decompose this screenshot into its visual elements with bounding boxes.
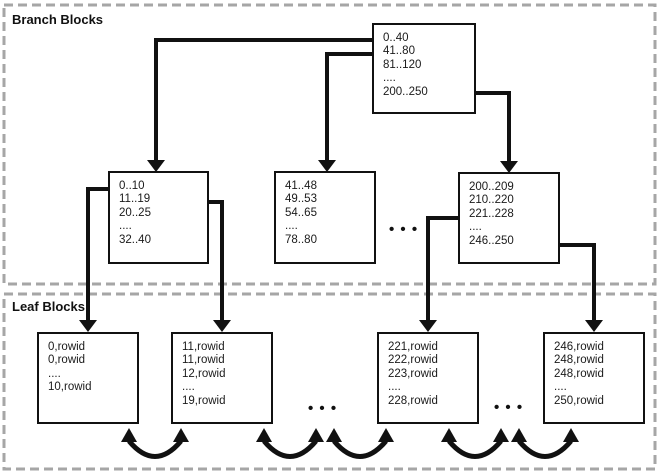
index-entry: 200..209 <box>469 181 514 193</box>
arrowhead-down-icon <box>500 161 518 173</box>
leaf-blocks-label: Leaf Blocks <box>12 299 85 314</box>
leaf-block-1: 0,rowid 0,rowid .... 10,rowid <box>37 332 139 424</box>
arrowhead-up-icon <box>173 428 189 442</box>
index-entry: 210..220 <box>469 194 514 207</box>
index-entry: 246..250 <box>469 234 514 247</box>
branch-blocks-label: Branch Blocks <box>12 12 104 27</box>
arrow-root-to-branch-right <box>476 91 511 162</box>
index-entry: 54..65 <box>285 206 317 219</box>
ellipsis-dots: • • • <box>308 400 338 417</box>
index-entry: .... <box>48 367 61 380</box>
arrowhead-up-icon <box>563 428 579 442</box>
arrowhead-up-icon <box>308 428 324 442</box>
index-entry: 0,rowid <box>48 341 86 353</box>
index-entry: 221,rowid <box>388 341 438 353</box>
index-entry: 10,rowid <box>48 381 92 394</box>
index-entry: .... <box>554 381 567 394</box>
index-entry: 78..80 <box>285 233 317 246</box>
index-entry: 222,rowid <box>388 354 438 367</box>
arrow-branch-to-leaf-3 <box>426 216 458 321</box>
leaf-block-4: 246,rowid 248,rowid 248,rowid .... 250,r… <box>543 332 645 424</box>
arrow-branch-to-leaf-2 <box>208 200 224 321</box>
index-entry: 228,rowid <box>388 394 438 407</box>
index-entry: 221..228 <box>469 207 514 220</box>
index-entry: 49..53 <box>285 193 317 206</box>
leaf-link-arc <box>127 439 183 459</box>
ellipsis-dots: • • • <box>389 221 419 238</box>
branch-section-border <box>2 3 657 286</box>
leaf-link-arrowheads <box>121 428 579 442</box>
leaf-link-arc <box>332 439 388 459</box>
index-entry: 11,rowid <box>182 354 225 367</box>
leaf-block-3: 221,rowid 222,rowid 223,rowid .... 228,r… <box>377 332 479 424</box>
leaf-sibling-links <box>127 439 573 459</box>
arrowhead-up-icon <box>511 428 527 442</box>
index-entry: .... <box>469 221 482 234</box>
ellipsis-dots: • • • <box>494 399 524 416</box>
index-entry: 223,rowid <box>388 367 438 380</box>
index-entry: 11,rowid <box>182 341 225 353</box>
leaf-link-arc <box>517 439 573 459</box>
leaf-section-border <box>2 292 657 471</box>
index-entry: 0..10 <box>119 180 145 192</box>
index-entry: 41..48 <box>285 180 317 192</box>
leaf-link-arc <box>262 439 318 459</box>
index-entry: 248,rowid <box>554 367 604 380</box>
arrowhead-down-icon <box>419 320 437 332</box>
arrowhead-down-icon <box>213 320 231 332</box>
index-entry: 248,rowid <box>554 354 604 367</box>
index-entry: 81..120 <box>383 58 422 71</box>
index-entry: 19,rowid <box>182 394 226 407</box>
index-entry: .... <box>285 220 298 233</box>
arrowhead-up-icon <box>493 428 509 442</box>
index-entry: 20..25 <box>119 206 151 219</box>
arrow-branch-to-leaf-4 <box>560 243 596 321</box>
index-entry: .... <box>182 381 195 394</box>
leaf-block-2: 11,rowid 11,rowid 12,rowid .... 19,rowid <box>171 332 273 424</box>
index-entry: 12,rowid <box>182 367 226 380</box>
branch-block-right: 200..209 210..220 221..228 .... 246..250 <box>458 172 560 264</box>
index-entry: 0,rowid <box>48 354 86 367</box>
index-entry: .... <box>119 220 132 233</box>
index-entry: 32..40 <box>119 233 151 246</box>
branch-block-middle: 41..48 49..53 54..65 .... 78..80 <box>274 171 376 264</box>
branch-connectors <box>86 38 596 321</box>
root-branch-block: 0..40 41..80 81..120 .... 200..250 <box>372 23 476 114</box>
arrow-root-to-branch-left <box>154 38 372 161</box>
arrowhead-down-icon <box>585 320 603 332</box>
arrowhead-up-icon <box>378 428 394 442</box>
index-entry: 250,rowid <box>554 394 604 407</box>
arrowhead-up-icon <box>326 428 342 442</box>
leaf-link-arc <box>447 439 503 459</box>
arrowhead-down-icon <box>318 160 336 172</box>
arrow-root-to-branch-middle <box>325 52 372 161</box>
arrowhead-up-icon <box>256 428 272 442</box>
index-entry: .... <box>388 381 401 394</box>
arrowhead-down-icon <box>79 320 97 332</box>
branch-block-left: 0..10 11..19 20..25 .... 32..40 <box>108 171 209 264</box>
index-entry: .... <box>383 72 396 85</box>
arrowheads <box>79 160 603 332</box>
index-entry: 0..40 <box>383 32 409 44</box>
index-entry: 200..250 <box>383 85 428 98</box>
arrowhead-up-icon <box>441 428 457 442</box>
index-entry: 246,rowid <box>554 341 604 353</box>
index-entry: 11..19 <box>119 193 151 206</box>
arrowhead-up-icon <box>121 428 137 442</box>
index-entry: 41..80 <box>383 45 415 58</box>
arrow-branch-to-leaf-1 <box>86 187 108 321</box>
arrowhead-down-icon <box>147 160 165 172</box>
